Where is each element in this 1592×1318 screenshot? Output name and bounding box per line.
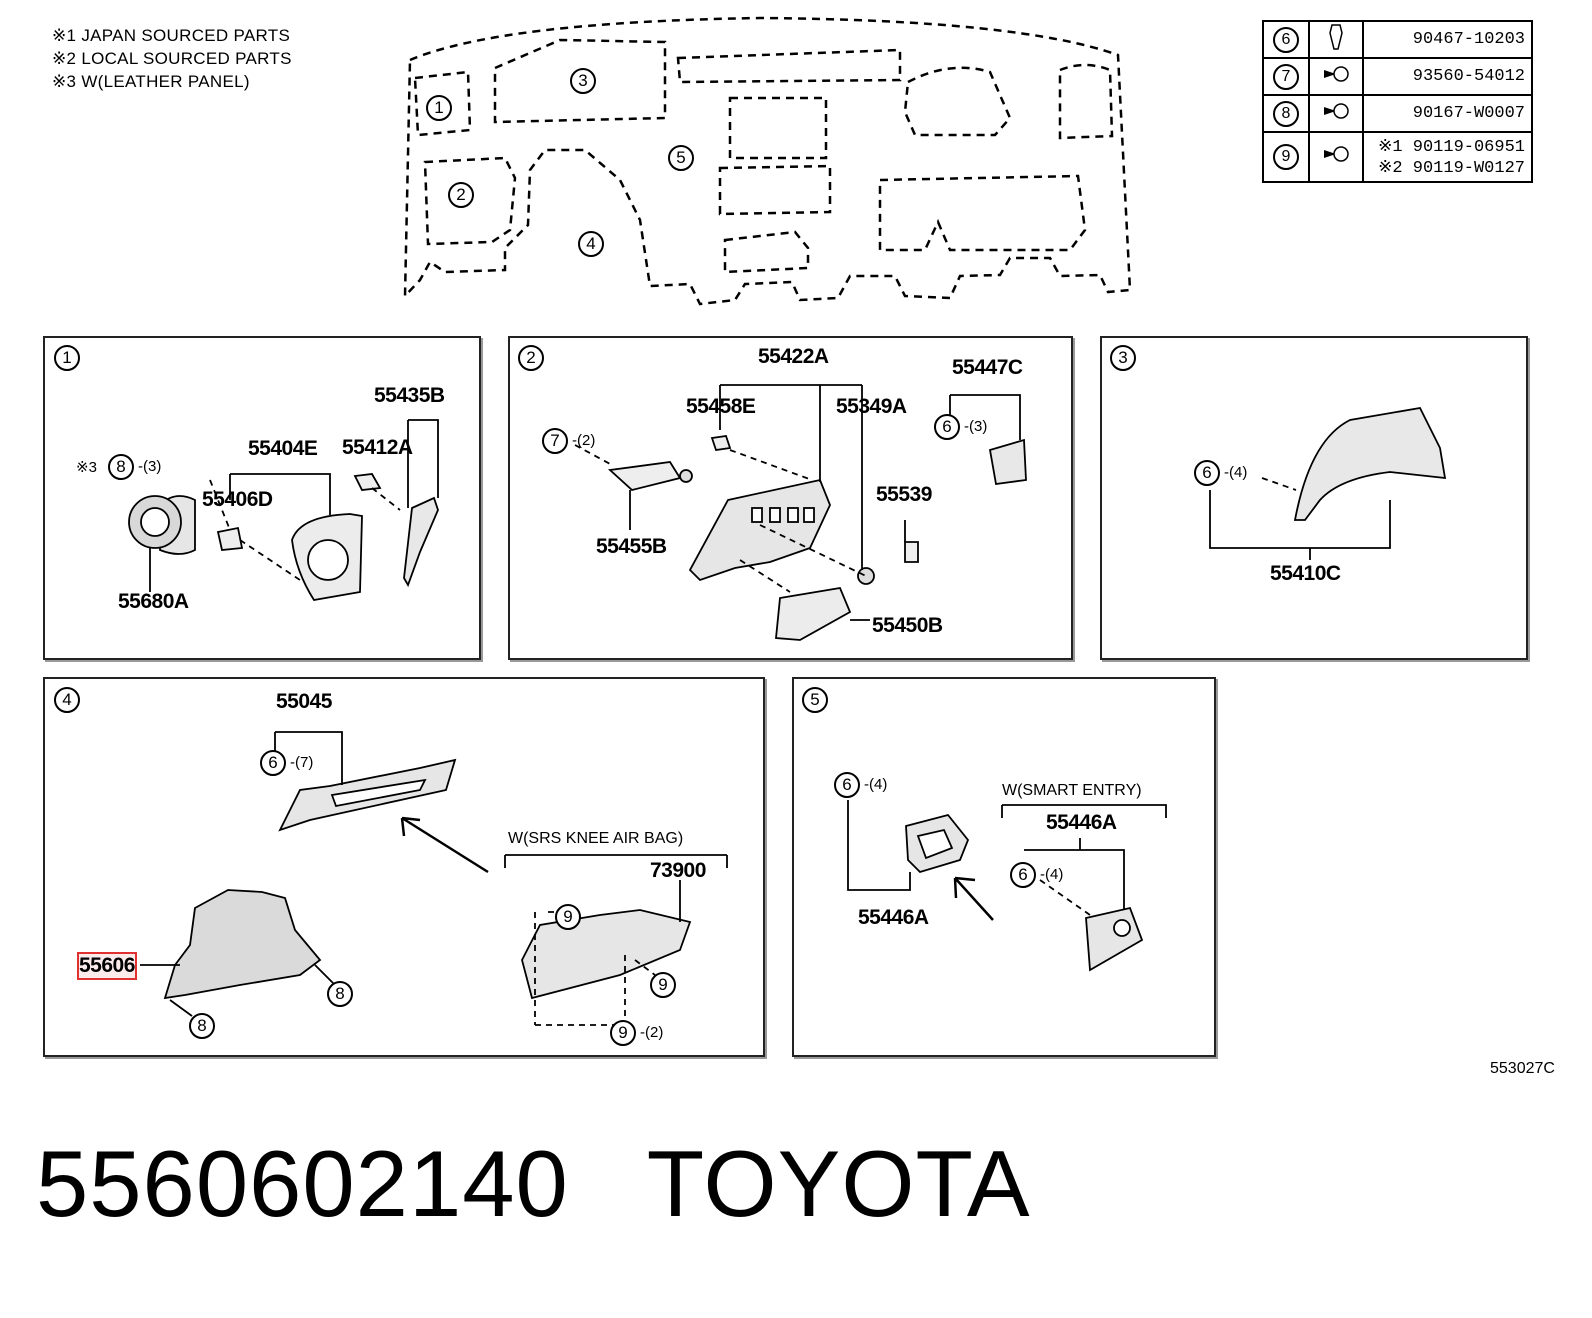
- panel2-drawing: [574, 384, 1027, 641]
- part-label-55406D[interactable]: 55406D: [202, 488, 273, 511]
- callout-6: 6: [934, 414, 960, 440]
- callout-6: 6: [1010, 862, 1036, 888]
- panel-4: [43, 677, 765, 1057]
- callout-9: 9: [555, 904, 581, 930]
- panel-5-number: 5: [802, 687, 828, 713]
- part-label-55450B[interactable]: 55450B: [872, 614, 943, 637]
- callout-8: 8: [327, 981, 353, 1007]
- part-label-55447C[interactable]: 55447C: [952, 356, 1023, 379]
- part-label-55458E[interactable]: 55458E: [686, 395, 756, 418]
- screw-icon: [1308, 94, 1364, 133]
- panel-1-number: 1: [54, 345, 80, 371]
- part-label-55455B[interactable]: 55455B: [596, 535, 667, 558]
- table-row: 9 ※1 90119-06951 ※2 90119-W0127: [1262, 131, 1533, 183]
- part-number[interactable]: ※2 90119-W0127: [1378, 159, 1525, 178]
- part-label-55404E[interactable]: 55404E: [248, 437, 318, 460]
- ref-num: 7: [1273, 63, 1299, 90]
- overview-callout-2: 2: [448, 182, 474, 208]
- quantity-label: -(2): [640, 1024, 664, 1041]
- variant-label-smart-entry: W(SMART ENTRY): [1002, 782, 1142, 799]
- panel4-drawing: [140, 731, 728, 1026]
- quantity-label: -(4): [864, 776, 888, 793]
- quantity-label: -(4): [1224, 464, 1248, 481]
- panel-5: [792, 677, 1216, 1057]
- table-row: 7 93560-54012: [1262, 57, 1533, 96]
- part-label-55606-highlighted[interactable]: 55606: [77, 952, 137, 980]
- note-leather-panel: ※3 W(LEATHER PANEL): [52, 72, 250, 91]
- panel-2-number: 2: [518, 345, 544, 371]
- footer-part-number: 5560602140: [36, 1131, 569, 1236]
- callout-6: 6: [834, 772, 860, 798]
- part-label-55446A[interactable]: 55446A: [858, 906, 929, 929]
- part-label-55349A[interactable]: 55349A: [836, 395, 907, 418]
- part-label-55045[interactable]: 55045: [276, 690, 332, 713]
- ref-num: 6: [1273, 26, 1299, 53]
- footer-brand: TOYOTA: [646, 1131, 1031, 1236]
- part-number[interactable]: 93560-54012: [1362, 57, 1533, 96]
- panel-3-number: 3: [1110, 345, 1136, 371]
- quantity-label: -(4): [1040, 866, 1064, 883]
- quantity-label: -(2): [572, 432, 596, 449]
- overview-callout-3: 3: [570, 68, 596, 94]
- callout-9: 9: [650, 972, 676, 998]
- callout-7: 7: [542, 428, 568, 454]
- variant-label-srs-knee-air-bag: W(SRS KNEE AIR BAG): [508, 830, 684, 847]
- part-label-55446A[interactable]: 55446A: [1046, 811, 1117, 834]
- screw-icon: [1308, 57, 1364, 96]
- overview-callout-4: 4: [578, 231, 604, 257]
- part-label-55680A[interactable]: 55680A: [118, 590, 189, 613]
- overview-callout-5: 5: [668, 145, 694, 171]
- note-local-sourced: ※2 LOCAL SOURCED PARTS: [52, 49, 292, 68]
- part-label-55410C[interactable]: 55410C: [1270, 562, 1341, 585]
- callout-9: 9: [610, 1020, 636, 1046]
- part-label-55422A[interactable]: 55422A: [758, 345, 829, 368]
- dashboard-outline: [403, 16, 1132, 306]
- part-number[interactable]: 90467-10203: [1362, 20, 1533, 59]
- ref-num: 9: [1273, 144, 1299, 170]
- clip-icon: [1308, 20, 1364, 59]
- callout-6: 6: [260, 750, 286, 776]
- diagram-code: 553027C: [1490, 1060, 1555, 1077]
- fastener-reference-table: 6 90467-10203 7 93560-54012 8 90167-W000…: [1262, 20, 1533, 183]
- quantity-label: -(3): [138, 458, 162, 475]
- panel-4-number: 4: [54, 687, 80, 713]
- part-label-73900[interactable]: 73900: [650, 859, 706, 882]
- panel3-drawing: [1209, 407, 1447, 560]
- callout-8: 8: [189, 1013, 215, 1039]
- panel5-drawing: [847, 800, 1167, 972]
- quantity-label: -(7): [290, 754, 314, 771]
- table-row: 6 90467-10203: [1262, 20, 1533, 59]
- part-label-55412A[interactable]: 55412A: [342, 436, 413, 459]
- note-japan-sourced: ※1 JAPAN SOURCED PARTS: [52, 26, 291, 45]
- panel1-drawing: [128, 419, 439, 601]
- quantity-label: -(3): [964, 418, 988, 435]
- ref-num: 8: [1273, 100, 1299, 127]
- footer-title: 5560602140 TOYOTA: [36, 1130, 1031, 1238]
- screw-icon: [1308, 131, 1364, 183]
- part-number[interactable]: 90167-W0007: [1362, 94, 1533, 133]
- callout-6: 6: [1194, 460, 1220, 486]
- part-number[interactable]: ※1 90119-06951: [1378, 138, 1525, 157]
- leather-note-mark: ※3: [76, 459, 97, 476]
- part-label-55539[interactable]: 55539: [876, 483, 932, 506]
- table-row: 8 90167-W0007: [1262, 94, 1533, 133]
- part-label-55435B[interactable]: 55435B: [374, 384, 445, 407]
- overview-callout-1: 1: [426, 95, 452, 121]
- callout-8: 8: [108, 454, 134, 480]
